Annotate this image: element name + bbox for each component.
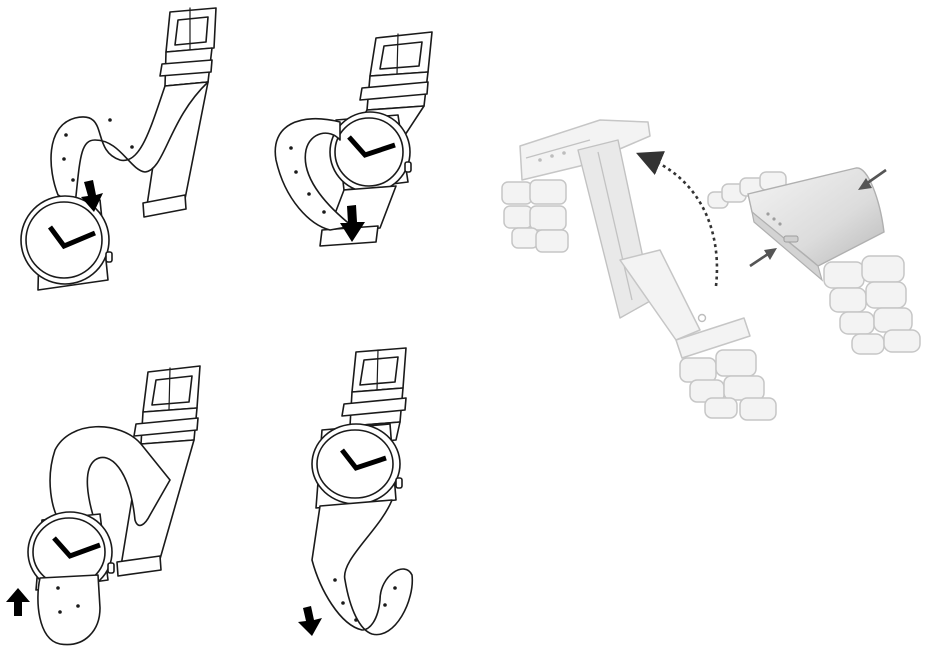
buckle-icon xyxy=(166,8,216,52)
watch-icon xyxy=(21,196,112,290)
arrow-up-icon xyxy=(6,588,30,616)
buckle-icon xyxy=(143,366,200,412)
watch-icon xyxy=(312,424,402,508)
buckle-icon xyxy=(352,348,406,392)
metal-bracelet-clasp xyxy=(502,120,920,420)
nato-strap-step-3 xyxy=(6,366,200,645)
nato-strap-step-1 xyxy=(21,8,216,290)
arrow-down-icon xyxy=(298,606,322,636)
buckle-icon xyxy=(370,32,432,76)
press-arrow-icon xyxy=(750,248,777,266)
nato-strap-step-4 xyxy=(298,348,412,636)
watch-icon xyxy=(330,112,411,192)
bracelet-left xyxy=(502,120,776,420)
nato-strap-step-2 xyxy=(275,32,432,246)
